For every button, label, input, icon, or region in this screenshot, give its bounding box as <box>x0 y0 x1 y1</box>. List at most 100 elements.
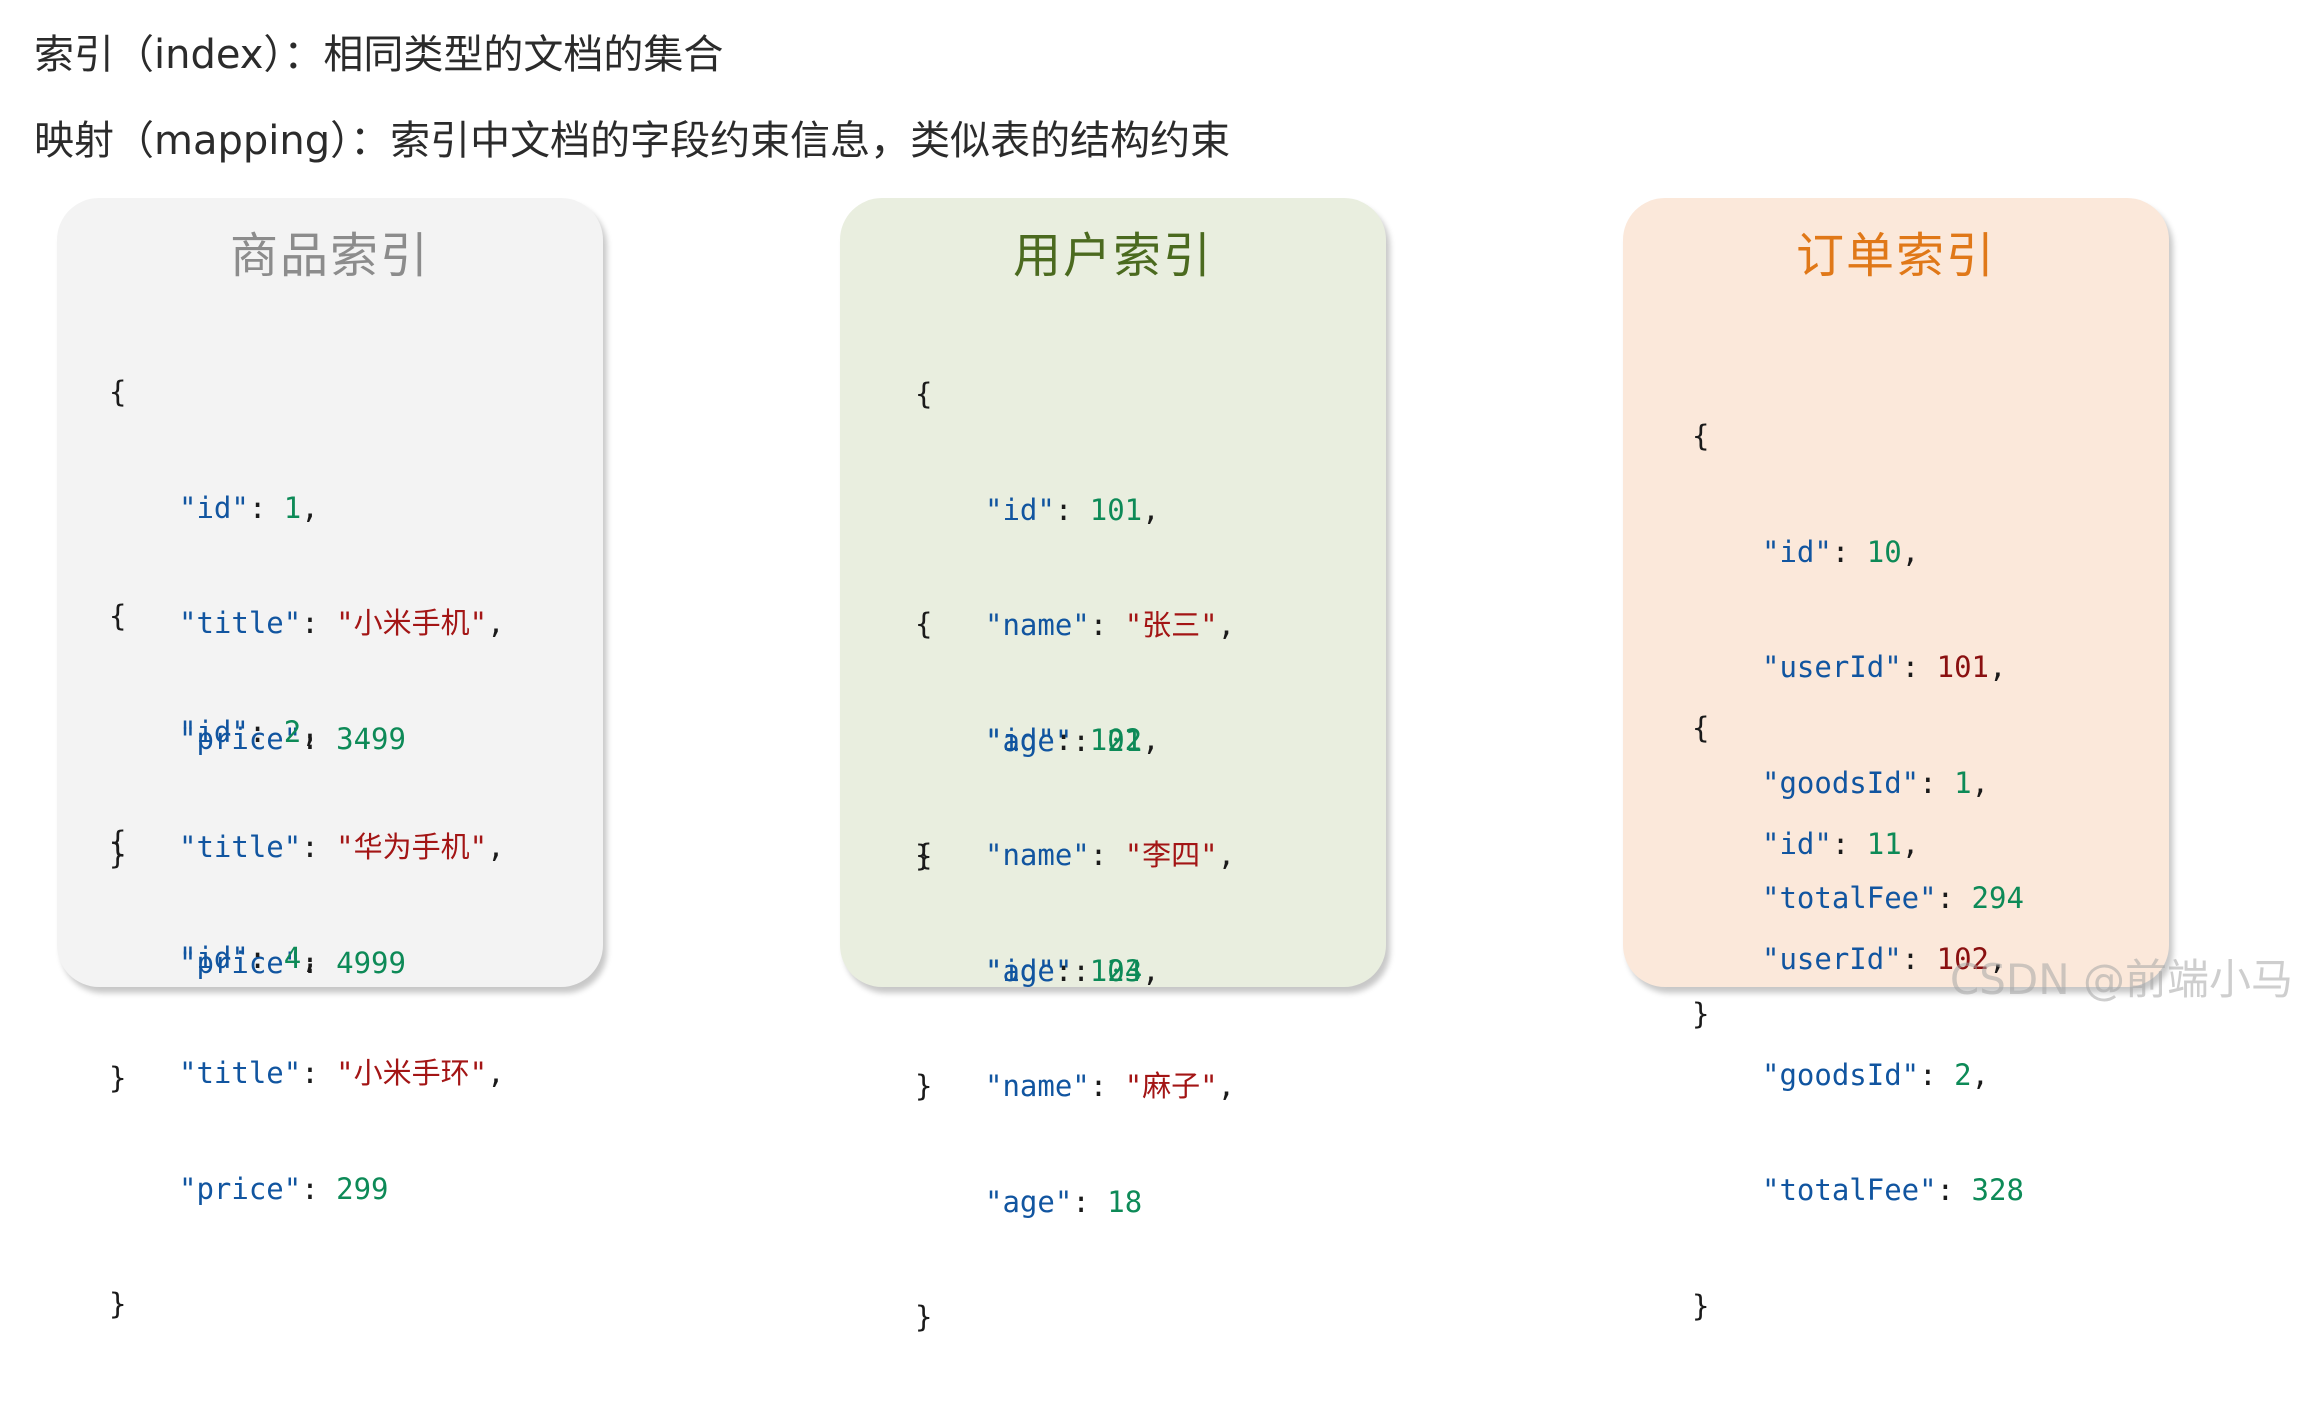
colon: : <box>301 830 337 864</box>
close-brace: } <box>915 1300 933 1334</box>
field-key: "price" <box>179 721 302 756</box>
goods-document: { "id": 2, "title": "华为手机", "price": 499… <box>109 520 505 1175</box>
field-key: "id" <box>179 940 249 975</box>
field-value: 1 <box>283 490 302 525</box>
field-value: 101 <box>1089 492 1143 527</box>
open-brace: { <box>915 607 933 641</box>
field-key: "name" <box>985 1069 1090 1103</box>
colon: : <box>1936 881 1972 915</box>
comma: , <box>1142 953 1160 988</box>
field-key: "userId" <box>1762 942 1902 976</box>
open-brace: { <box>915 377 933 411</box>
user-index-title: 用户索引 <box>1012 228 1213 284</box>
field-value: 3499 <box>336 721 406 756</box>
colon: : <box>301 1171 337 1206</box>
user-index-card: 用户索引 { "id": 101, "name": "张三", "age": 2… <box>840 198 1386 1334</box>
order-index-title: 订单索引 <box>1795 228 1996 284</box>
colon: : <box>301 1056 337 1090</box>
field-key: "totalFee" <box>1762 1173 1937 1207</box>
index-definition: 索引（index）：相同类型的文档的集合 <box>34 32 724 78</box>
field-key: "id" <box>1762 826 1832 861</box>
goods-document: { "id": 1, "title": "小米手机", "price": 349… <box>109 296 505 951</box>
order-index-card: 订单索引 { "id": 10, "userId": 101, "goodsId… <box>1623 198 2169 1323</box>
comma: , <box>1142 722 1160 757</box>
comma: , <box>1217 1069 1236 1103</box>
comma: , <box>487 606 505 640</box>
field-value: "华为手机" <box>336 830 488 864</box>
comma: , <box>1901 826 1920 861</box>
field-key: "name" <box>985 608 1090 642</box>
colon: : <box>301 945 337 980</box>
colon: : <box>1072 1184 1108 1219</box>
colon: : <box>248 714 284 749</box>
open-brace: { <box>1692 419 1710 453</box>
open-brace: { <box>1692 711 1710 745</box>
field-value: 294 <box>1971 881 2024 915</box>
user-document: { "id": 101, "name": "张三", "age": 21 } <box>915 298 1235 953</box>
comma: , <box>301 940 319 975</box>
colon: : <box>1919 1057 1955 1092</box>
field-key: "goodsId" <box>1762 1057 1920 1092</box>
order-document: { "id": 11, "userId": 102, "goodsId": 2,… <box>1692 632 2024 1402</box>
field-value: 18 <box>1107 1184 1143 1219</box>
colon: : <box>1901 650 1937 684</box>
comma: , <box>487 830 505 864</box>
field-key: "title" <box>179 606 302 640</box>
goods-index-title: 商品索引 <box>229 228 430 284</box>
comma: , <box>487 1056 505 1090</box>
field-value: 10 <box>1866 534 1902 569</box>
field-value: "小米手环" <box>336 1056 488 1090</box>
field-key: "title" <box>179 1056 302 1090</box>
field-value: 103 <box>1089 953 1143 988</box>
field-value: 24 <box>1107 953 1143 988</box>
field-value: 4999 <box>336 945 406 980</box>
colon: : <box>1072 953 1108 988</box>
colon: : <box>1901 942 1937 976</box>
user-documents: { "id": 101, "name": "张三", "age": 21 } {… <box>915 298 1235 1334</box>
close-brace: } <box>109 1287 127 1321</box>
field-value: "麻子" <box>1124 1069 1218 1103</box>
field-key: "age" <box>985 723 1073 758</box>
csdn-watermark: CSDN @前端小马 <box>1949 955 2293 1004</box>
open-brace: { <box>915 838 933 872</box>
comma: , <box>301 490 319 525</box>
field-key: "userId" <box>1762 650 1902 684</box>
comma: , <box>1989 942 2007 976</box>
colon: : <box>1054 492 1090 527</box>
field-value: "小米手机" <box>336 606 488 640</box>
user-document: { "id": 103, "name": "麻子", "age": 18 } <box>915 759 1235 1414</box>
colon: : <box>248 490 284 525</box>
colon: : <box>1936 1173 1972 1207</box>
colon: : <box>1089 838 1125 872</box>
close-brace: } <box>915 839 933 873</box>
colon: : <box>1054 953 1090 988</box>
comma: , <box>1142 492 1160 527</box>
comma: , <box>1217 838 1236 872</box>
field-key: "id" <box>985 953 1055 988</box>
field-key: "totalFee" <box>1762 881 1937 915</box>
field-value: 4 <box>283 940 302 975</box>
field-value: 102 <box>1936 942 1989 976</box>
colon: : <box>301 606 337 640</box>
order-document: { "id": 10, "userId": 101, "goodsId": 1,… <box>1692 340 2024 1110</box>
goods-document: { "id": 4, "title": "小米手环", "price": 299… <box>109 746 505 1401</box>
comma: , <box>1971 765 1989 800</box>
colon: : <box>1089 608 1125 642</box>
field-key: "age" <box>985 1184 1073 1219</box>
field-key: "title" <box>179 830 302 864</box>
field-key: "id" <box>985 722 1055 757</box>
goods-index-card: 商品索引 { "id": 1, "title": "小米手机", "price"… <box>57 198 603 1321</box>
colon: : <box>1831 826 1867 861</box>
comma: , <box>301 714 319 749</box>
field-value: 2 <box>283 714 302 749</box>
colon: : <box>1919 765 1955 800</box>
open-brace: { <box>109 825 127 859</box>
colon: : <box>1054 722 1090 757</box>
field-value: 102 <box>1089 722 1143 757</box>
field-value: 11 <box>1866 826 1902 861</box>
comma: , <box>1989 650 2007 684</box>
colon: : <box>301 721 337 756</box>
field-key: "age" <box>985 953 1073 988</box>
colon: : <box>1831 534 1867 569</box>
mapping-definition: 映射（mapping）：索引中文档的字段约束信息，类似表的结构约束 <box>34 118 1231 164</box>
